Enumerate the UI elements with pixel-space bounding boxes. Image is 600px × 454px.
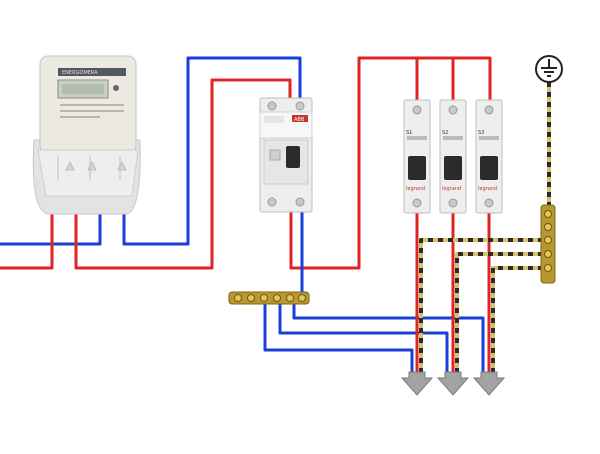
breaker-1-label: S1 <box>406 130 412 136</box>
meter-button <box>113 85 119 91</box>
breaker-2-label: S2 <box>442 130 448 136</box>
load-3-neutral-wire <box>292 303 485 374</box>
rcd-lever <box>286 146 300 168</box>
earth-wires <box>419 82 551 372</box>
earth-load-3-wire <box>491 266 543 372</box>
rcd-out-phase-wire <box>289 56 492 270</box>
rcd-device: ABB <box>259 97 313 213</box>
load-arrows <box>400 371 506 396</box>
breaker-3-label: S3 <box>478 130 484 136</box>
earth-load-2-wire <box>455 252 543 372</box>
load-1-neutral-wire <box>263 303 414 374</box>
meter-brand-strip <box>58 68 126 76</box>
rcd-brand-badge <box>292 115 308 122</box>
load-3-arrow-icon <box>472 371 506 396</box>
rcd-brand-label: ABB <box>294 117 305 123</box>
neutral-bus-bar <box>228 291 310 305</box>
breaker-1-brand: legrand <box>406 186 425 192</box>
load-1-arrow-icon <box>400 371 434 396</box>
circuit-breaker-2: S2 legrand <box>439 99 467 214</box>
electricity-meter: ENERGOMERA <box>32 55 141 215</box>
meter-brand-label: ENERGOMERA <box>62 70 98 76</box>
circuit-breaker-3: S3 legrand <box>475 99 503 214</box>
meter-rcd-phase-wire <box>74 78 292 270</box>
circuit-breaker-1: S1 legrand <box>403 99 431 214</box>
earth-bus-bar <box>540 204 556 284</box>
breaker-3-lever <box>480 156 498 180</box>
meter-rcd-neutral-wire <box>122 56 302 246</box>
incoming-neutral-wire <box>0 213 102 246</box>
incoming-phase-wire <box>0 213 54 270</box>
meter-terminal-cover <box>37 149 139 197</box>
breaker-1-lever <box>408 156 426 180</box>
ground-symbol-icon <box>535 55 563 83</box>
breaker-3-brand: legrand <box>478 186 497 192</box>
load-2-arrow-icon <box>436 371 470 396</box>
breaker-2-brand: legrand <box>442 186 461 192</box>
wires <box>0 56 492 374</box>
rcd-test-button <box>269 149 281 161</box>
circuit-breakers: S1 legrand S2 legrand S3 legrand <box>403 99 503 214</box>
load-2-neutral-wire <box>278 303 449 374</box>
breaker-2-lever <box>444 156 462 180</box>
